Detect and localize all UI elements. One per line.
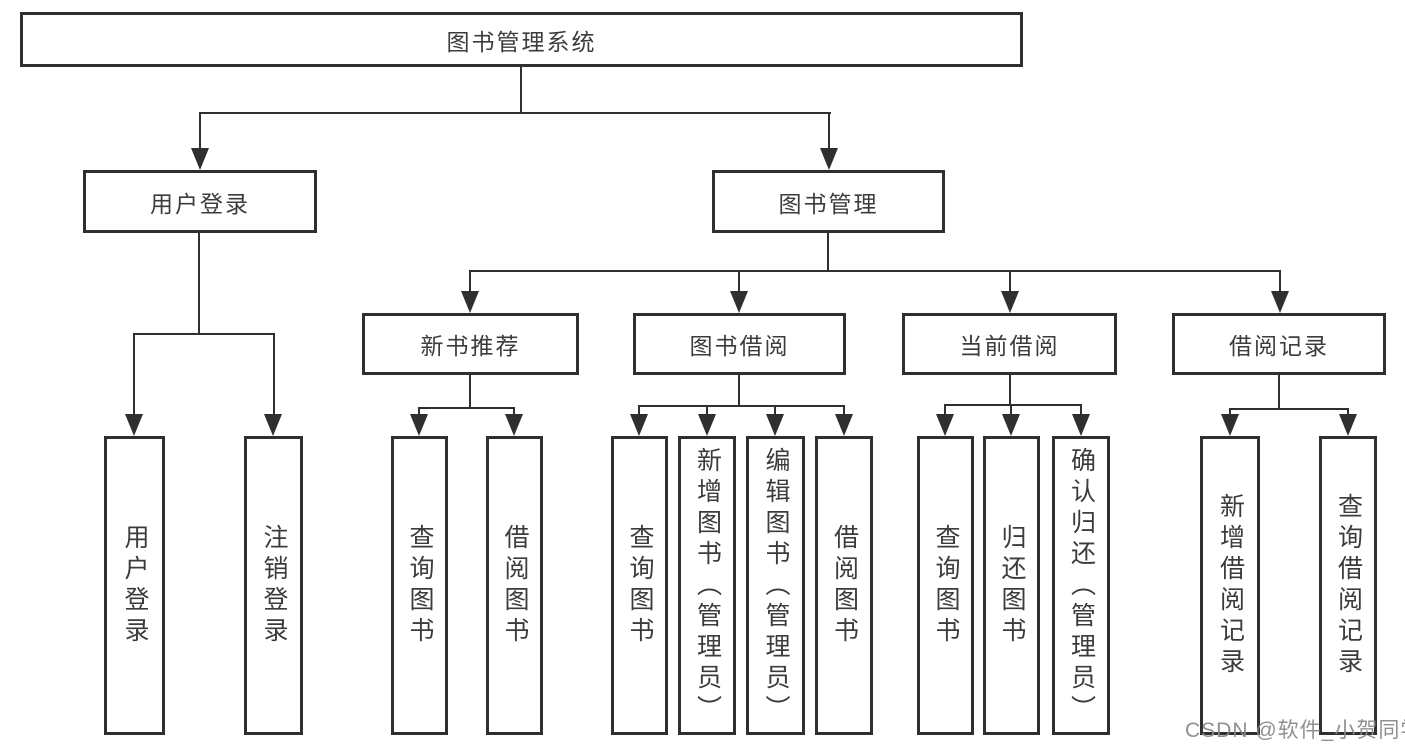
- arrowhead-down-icon: [835, 414, 853, 436]
- node-book-borrow-label: 图书借阅: [689, 333, 790, 359]
- arrowhead-down-icon: [410, 414, 428, 436]
- connector-hline: [638, 405, 845, 407]
- leaf-add-borrow-record-label: 新增借阅记录: [1216, 492, 1245, 679]
- connector-vline: [774, 405, 776, 416]
- leaf-confirm-return-admin: 确认归还（管理员）: [1052, 436, 1110, 735]
- leaf-add-borrow-record: 新增借阅记录: [1200, 436, 1260, 735]
- arrowhead-down-icon: [505, 414, 523, 436]
- node-borrow-records-label: 借阅记录: [1229, 333, 1329, 359]
- connector-hline: [199, 112, 831, 114]
- node-borrow-records: 借阅记录: [1172, 313, 1386, 375]
- connector-vline: [1010, 404, 1012, 416]
- connector-vline: [199, 112, 201, 150]
- arrowhead-down-icon: [1072, 414, 1090, 436]
- leaf-add-book-admin: 新增图书（管理员）: [678, 436, 736, 735]
- connector-vline: [738, 375, 740, 407]
- connector-vline: [1009, 270, 1011, 294]
- leaf-user-login: 用户登录: [104, 436, 165, 735]
- connector-vline: [638, 405, 640, 416]
- arrowhead-down-icon: [461, 291, 479, 313]
- connector-vline: [273, 333, 275, 415]
- connector-vline: [469, 375, 471, 409]
- leaf-query-book-borrow: 查询图书: [611, 436, 668, 735]
- leaf-query-borrow-record: 查询借阅记录: [1319, 436, 1377, 735]
- leaf-edit-book-admin-label: 编辑图书（管理员）: [762, 447, 790, 726]
- leaf-query-book-current: 查询图书: [917, 436, 974, 735]
- arrowhead-down-icon: [1271, 291, 1289, 313]
- leaf-add-book-admin-label: 新增图书（管理员）: [693, 447, 722, 726]
- node-root-label: 图书管理系统: [446, 28, 597, 55]
- node-book-management-label: 图书管理: [778, 190, 879, 217]
- node-current-borrow: 当前借阅: [902, 313, 1117, 375]
- arrowhead-down-icon: [630, 414, 648, 436]
- connector-vline: [133, 333, 135, 415]
- leaf-query-borrow-record-label: 查询借阅记录: [1334, 492, 1363, 679]
- connector-hline: [418, 407, 515, 409]
- arrowhead-down-icon: [1001, 291, 1019, 313]
- node-user-login-label: 用户登录: [150, 190, 250, 217]
- connector-vline: [513, 407, 515, 416]
- leaf-query-book-recommend: 查询图书: [391, 436, 448, 735]
- connector-vline: [1229, 408, 1231, 416]
- leaf-borrow-book-recommend-label: 借阅图书: [501, 523, 529, 648]
- leaf-user-login-label: 用户登录: [121, 523, 149, 648]
- leaf-borrow-book: 借阅图书: [815, 436, 873, 735]
- csdn-watermark: CSDN @软件_小贺同学: [1185, 719, 1405, 742]
- arrowhead-down-icon: [766, 414, 784, 436]
- connector-hline: [469, 270, 1281, 272]
- node-root: 图书管理系统: [20, 12, 1023, 67]
- connector-vline: [827, 233, 829, 272]
- connector-vline: [1080, 404, 1082, 416]
- connector-vline: [418, 407, 420, 416]
- arrowhead-down-icon: [1339, 414, 1357, 436]
- arrowhead-down-icon: [820, 148, 838, 170]
- node-new-book-recommend-label: 新书推荐: [420, 333, 521, 359]
- leaf-borrow-book-label: 借阅图书: [830, 523, 859, 648]
- connector-vline: [198, 233, 200, 335]
- connector-hline: [944, 404, 1082, 406]
- connector-vline: [1347, 408, 1349, 416]
- leaf-logout-label: 注销登录: [260, 523, 288, 648]
- connector-vline: [1278, 375, 1280, 410]
- connector-vline: [706, 405, 708, 416]
- connector-vline: [520, 67, 522, 114]
- leaf-edit-book-admin: 编辑图书（管理员）: [746, 436, 805, 735]
- node-new-book-recommend: 新书推荐: [362, 313, 579, 375]
- arrowhead-down-icon: [125, 414, 143, 436]
- leaf-confirm-return-admin-label: 确认归还（管理员）: [1067, 447, 1096, 726]
- connector-vline: [944, 404, 946, 416]
- connector-hline: [133, 333, 275, 335]
- leaf-return-book-label: 归还图书: [998, 523, 1026, 648]
- connector-vline: [1009, 375, 1011, 406]
- node-user-login: 用户登录: [83, 170, 317, 233]
- arrowhead-down-icon: [1002, 414, 1020, 436]
- leaf-query-book-recommend-label: 查询图书: [406, 523, 434, 648]
- connector-vline: [738, 270, 740, 294]
- leaf-query-book-borrow-label: 查询图书: [626, 523, 654, 648]
- arrowhead-down-icon: [936, 414, 954, 436]
- leaf-return-book: 归还图书: [983, 436, 1040, 735]
- arrowhead-down-icon: [730, 291, 748, 313]
- leaf-query-book-current-label: 查询图书: [932, 523, 960, 648]
- connector-vline: [469, 270, 471, 294]
- arrowhead-down-icon: [191, 148, 209, 170]
- connector-vline: [1279, 270, 1281, 294]
- arrowhead-down-icon: [698, 414, 716, 436]
- arrowhead-down-icon: [264, 414, 282, 436]
- leaf-borrow-book-recommend: 借阅图书: [486, 436, 543, 735]
- node-book-borrow: 图书借阅: [633, 313, 846, 375]
- connector-vline: [828, 112, 830, 150]
- connector-hline: [1229, 408, 1349, 410]
- arrowhead-down-icon: [1221, 414, 1239, 436]
- connector-vline: [843, 405, 845, 416]
- node-book-management: 图书管理: [712, 170, 945, 233]
- node-current-borrow-label: 当前借阅: [959, 333, 1060, 359]
- leaf-logout: 注销登录: [244, 436, 303, 735]
